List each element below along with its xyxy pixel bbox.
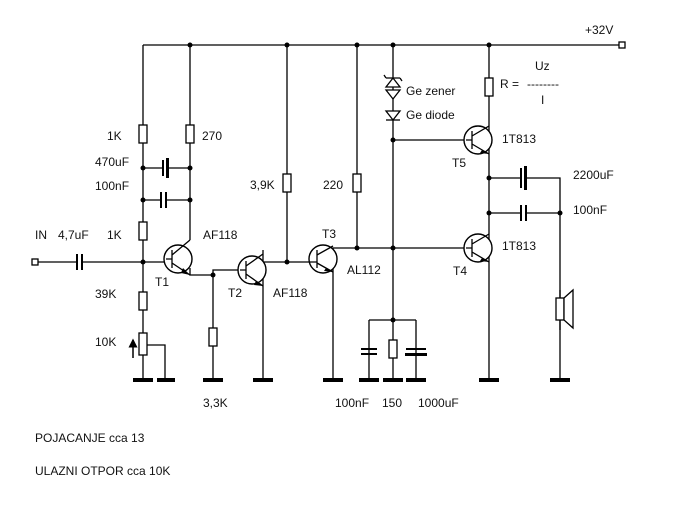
- capacitor-100nf-right: [520, 205, 527, 221]
- input-terminal: [31, 258, 39, 266]
- resistor-r-formula: [484, 77, 494, 97]
- label-t3: T3: [322, 227, 336, 241]
- transistor-t1: [163, 239, 193, 276]
- formula-bar: --------: [527, 77, 559, 91]
- transistor-t3: [308, 244, 338, 274]
- zener-diode: [383, 74, 403, 101]
- capacitors: [76, 158, 527, 356]
- label-10k: 10K: [95, 335, 116, 349]
- label-100nf-bottom: 100nF: [335, 396, 369, 410]
- resistor-150: [388, 339, 398, 359]
- formula-numerator: Uz: [535, 59, 550, 73]
- label-1000uf: 1000uF: [418, 396, 459, 410]
- label-3-9k: 3,9K: [250, 178, 275, 192]
- transistor-t4: [463, 233, 493, 263]
- resistor-220: [352, 173, 362, 193]
- label-470uf: 470uF: [95, 155, 129, 169]
- formula-lhs: R =: [500, 77, 519, 91]
- formula-denominator: I: [541, 93, 544, 107]
- capacitor-2200uf: [520, 166, 527, 190]
- label-t3-type: AL112: [347, 263, 381, 277]
- label-4-7uf: 4,7uF: [58, 228, 89, 242]
- label-270: 270: [202, 129, 222, 143]
- junction-dots: [140, 42, 563, 323]
- resistor-270: [185, 124, 195, 144]
- label-t5: T5: [452, 156, 466, 170]
- resistor-39k: [138, 291, 148, 311]
- capacitor-470uf: [162, 158, 169, 178]
- label-t2: T2: [228, 286, 242, 300]
- label-t4-type: 1T813: [502, 239, 536, 253]
- label-1k-top: 1K: [107, 129, 122, 143]
- label-100nf-right: 100nF: [573, 203, 607, 217]
- capacitor-100nf-bottom: [361, 348, 377, 355]
- transistor-t2: [237, 253, 267, 287]
- capacitor-1000uf: [405, 348, 427, 356]
- label-zener: Ge zener: [406, 84, 455, 98]
- label-3-3k: 3,3K: [203, 396, 228, 410]
- label-t2-type: AF118: [273, 286, 308, 300]
- transistor-t5: [463, 125, 493, 155]
- capacitor-4-7uf: [76, 254, 83, 270]
- label-39k: 39K: [95, 287, 116, 301]
- label-1k-bias: 1K: [107, 228, 122, 242]
- supply-label: +32V: [585, 23, 613, 37]
- capacitor-100nf-left: [160, 192, 167, 208]
- label-220: 220: [323, 178, 343, 192]
- label-t5-type: 1T813: [502, 132, 536, 146]
- label-t1: T1: [155, 275, 169, 289]
- label-input: IN: [35, 228, 47, 242]
- resistor-1k-top: [138, 124, 148, 144]
- resistors: [138, 77, 494, 359]
- label-100nf-left: 100nF: [95, 179, 129, 193]
- speaker-icon: [555, 288, 574, 330]
- potentiometer-10k: [138, 332, 148, 356]
- note-gain: POJACANJE cca 13: [35, 431, 145, 445]
- label-2200uf: 2200uF: [573, 168, 614, 182]
- note-input-resistance: ULAZNI OTPOR cca 10K: [35, 464, 170, 478]
- supply-terminal: [618, 41, 626, 49]
- label-t4: T4: [453, 264, 467, 278]
- resistor-3-3k: [208, 327, 218, 347]
- label-150: 150: [382, 396, 402, 410]
- label-t1-type: AF118: [203, 228, 238, 242]
- resistor-1k-bias: [138, 221, 148, 241]
- germanium-diode: [384, 110, 402, 122]
- wiring: [37, 44, 622, 380]
- resistor-3-9k: [282, 173, 292, 193]
- label-diode: Ge diode: [406, 108, 455, 122]
